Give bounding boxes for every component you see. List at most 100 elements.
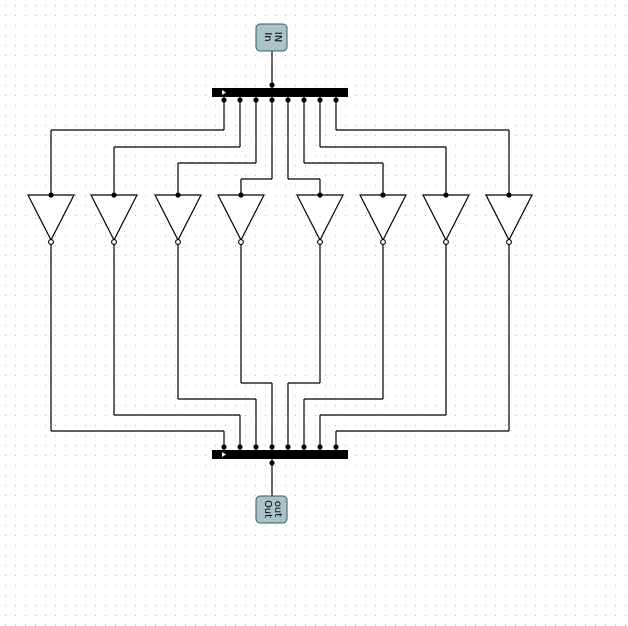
output-pin[interactable]: out Out bbox=[255, 495, 288, 524]
grid-dot bbox=[295, 55, 296, 56]
grid-dot bbox=[75, 455, 76, 456]
grid-dot bbox=[95, 425, 96, 426]
grid-dot bbox=[475, 385, 476, 386]
grid-dot bbox=[455, 135, 456, 136]
grid-dot bbox=[35, 545, 36, 546]
input-splitter[interactable] bbox=[212, 88, 348, 97]
grid-dot bbox=[615, 495, 616, 496]
grid-dot bbox=[265, 225, 266, 226]
grid-dot bbox=[55, 125, 56, 126]
grid-dot bbox=[395, 385, 396, 386]
grid-dot bbox=[365, 475, 366, 476]
grid-dot bbox=[505, 365, 506, 366]
grid-dot bbox=[575, 275, 576, 276]
grid-dot bbox=[245, 575, 246, 576]
grid-dot bbox=[515, 275, 516, 276]
grid-dot bbox=[405, 155, 406, 156]
grid-dot bbox=[315, 335, 316, 336]
grid-dot bbox=[505, 445, 506, 446]
grid-dot bbox=[585, 205, 586, 206]
grid-dot bbox=[205, 565, 206, 566]
grid-dot bbox=[605, 75, 606, 76]
grid-dot bbox=[85, 425, 86, 426]
output-splitter[interactable] bbox=[212, 450, 348, 459]
grid-dot bbox=[475, 505, 476, 506]
grid-dot bbox=[275, 175, 276, 176]
grid-dot bbox=[345, 485, 346, 486]
grid-dot bbox=[515, 265, 516, 266]
grid-dot bbox=[465, 545, 466, 546]
grid-dot bbox=[615, 255, 616, 256]
grid-dot bbox=[245, 145, 246, 146]
grid-dot bbox=[105, 115, 106, 116]
grid-dot bbox=[305, 225, 306, 226]
grid-dot bbox=[325, 135, 326, 136]
grid-dot bbox=[545, 215, 546, 216]
grid-dot bbox=[495, 415, 496, 416]
output-splitter-arrow-icon bbox=[222, 452, 226, 457]
grid-dot bbox=[205, 135, 206, 136]
grid-dot bbox=[435, 35, 436, 36]
grid-dot bbox=[205, 355, 206, 356]
grid-dot bbox=[225, 65, 226, 66]
grid-dot bbox=[325, 365, 326, 366]
gate-input-dot bbox=[380, 192, 386, 198]
grid-dot bbox=[345, 135, 346, 136]
grid-dot bbox=[345, 395, 346, 396]
grid-dot bbox=[135, 515, 136, 516]
input-pin[interactable]: IN In bbox=[255, 23, 288, 52]
grid-dot bbox=[405, 175, 406, 176]
grid-dot bbox=[465, 35, 466, 36]
grid-dot bbox=[85, 555, 86, 556]
grid-dot bbox=[235, 475, 236, 476]
grid-dot bbox=[105, 105, 106, 106]
grid-dot bbox=[325, 45, 326, 46]
grid-dot bbox=[265, 85, 266, 86]
grid-dot bbox=[395, 435, 396, 436]
grid-dot bbox=[335, 405, 336, 406]
grid-dot bbox=[255, 535, 256, 536]
grid-dot bbox=[145, 495, 146, 496]
grid-dot bbox=[535, 465, 536, 466]
grid-dot bbox=[215, 595, 216, 596]
grid-dot bbox=[375, 25, 376, 26]
grid-dot bbox=[435, 425, 436, 426]
grid-dot bbox=[165, 325, 166, 326]
grid-dot bbox=[435, 55, 436, 56]
grid-dot bbox=[485, 585, 486, 586]
grid-dot bbox=[475, 545, 476, 546]
not-gates bbox=[27, 194, 533, 245]
grid-dot bbox=[335, 175, 336, 176]
grid-dot bbox=[75, 285, 76, 286]
grid-dot bbox=[565, 605, 566, 606]
grid-dot bbox=[445, 105, 446, 106]
grid-dot bbox=[25, 395, 26, 396]
grid-dot bbox=[65, 305, 66, 306]
grid-dot bbox=[445, 145, 446, 146]
grid-dot bbox=[425, 535, 426, 536]
grid-dot bbox=[375, 555, 376, 556]
grid-dot bbox=[475, 155, 476, 156]
grid-dot bbox=[195, 215, 196, 216]
grid-dot bbox=[295, 325, 296, 326]
grid-dot bbox=[125, 165, 126, 166]
grid-dot bbox=[75, 615, 76, 616]
grid-dot bbox=[115, 395, 116, 396]
grid-dot bbox=[275, 445, 276, 446]
grid-dot bbox=[25, 475, 26, 476]
grid-dot bbox=[565, 545, 566, 546]
grid-dot bbox=[585, 435, 586, 436]
grid-dot bbox=[215, 205, 216, 206]
grid-dot bbox=[405, 315, 406, 316]
grid-dot bbox=[295, 375, 296, 376]
grid-dot bbox=[595, 495, 596, 496]
grid-dot bbox=[325, 155, 326, 156]
grid-dot bbox=[225, 125, 226, 126]
grid-dot bbox=[365, 425, 366, 426]
grid-dot bbox=[325, 105, 326, 106]
grid-dot bbox=[445, 5, 446, 6]
grid-dot bbox=[475, 125, 476, 126]
grid-dot bbox=[35, 395, 36, 396]
grid-dot bbox=[35, 75, 36, 76]
